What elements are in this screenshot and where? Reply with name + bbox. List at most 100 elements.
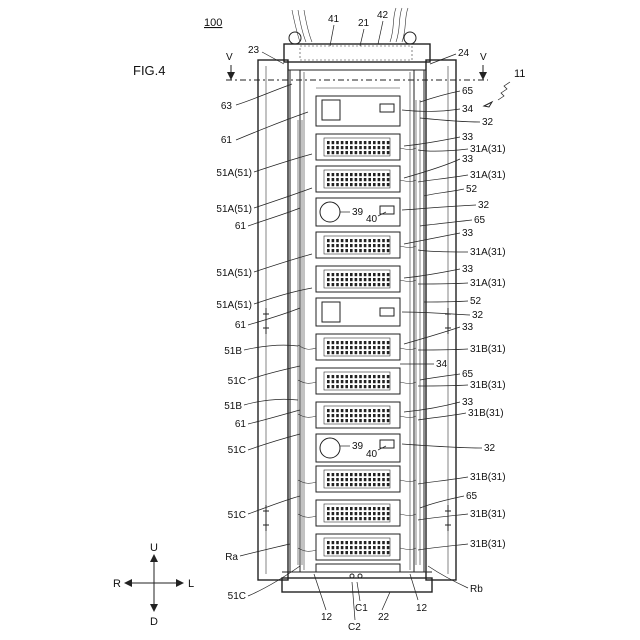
right-label: 33 bbox=[462, 228, 474, 239]
direction-up-label: U bbox=[150, 542, 158, 554]
vent-slot bbox=[345, 239, 348, 242]
vent-slot bbox=[359, 351, 362, 354]
vent-slot bbox=[382, 346, 385, 349]
right-label: Rb bbox=[470, 584, 483, 595]
vent-slot bbox=[373, 409, 376, 412]
vent-slot bbox=[327, 341, 330, 344]
vent-slot bbox=[332, 380, 335, 383]
vent-slot bbox=[345, 385, 348, 388]
vent-slot bbox=[368, 183, 371, 186]
vent-slot bbox=[327, 141, 330, 144]
vent-slot bbox=[368, 141, 371, 144]
vent-slot bbox=[378, 146, 381, 149]
vent-slot bbox=[355, 346, 358, 349]
vent-slot bbox=[378, 239, 381, 242]
left-labels: 63 61 51A(51) 51A(51) 61 51A(51) 51A(51)… bbox=[216, 101, 252, 602]
vent-slot bbox=[364, 473, 367, 476]
vent-slot bbox=[373, 483, 376, 486]
vent-slot bbox=[359, 183, 362, 186]
vent-slot bbox=[350, 419, 353, 422]
system-ref: 11 bbox=[514, 68, 525, 80]
vent-slot bbox=[332, 249, 335, 252]
vent-slot bbox=[345, 178, 348, 181]
vent-slot bbox=[382, 178, 385, 181]
vent-slot bbox=[350, 141, 353, 144]
ref-c1: C1 bbox=[355, 603, 368, 614]
vent-slot bbox=[341, 151, 344, 154]
vent-slot bbox=[368, 341, 371, 344]
vent-slot bbox=[341, 512, 344, 515]
vent-slot bbox=[368, 478, 371, 481]
right-label: 33 bbox=[462, 322, 474, 333]
vent-slot bbox=[373, 385, 376, 388]
vent-slot bbox=[327, 244, 330, 247]
vent-slot bbox=[387, 483, 390, 486]
vent-slot bbox=[373, 380, 376, 383]
vent-slot bbox=[373, 239, 376, 242]
vent-slot bbox=[336, 178, 339, 181]
vent-slot bbox=[336, 517, 339, 520]
vent-slot bbox=[336, 273, 339, 276]
vent-slot bbox=[332, 141, 335, 144]
vent-slot bbox=[364, 551, 367, 554]
vent-slot bbox=[359, 173, 362, 176]
vent-slot bbox=[345, 151, 348, 154]
vent-slot bbox=[368, 409, 371, 412]
right-label: 31B(31) bbox=[470, 539, 506, 550]
ref-39-upper: 39 bbox=[352, 207, 364, 218]
vent-slot bbox=[373, 473, 376, 476]
vent-slot bbox=[368, 273, 371, 276]
vent-slot bbox=[359, 278, 362, 281]
vent-slot bbox=[355, 146, 358, 149]
vent-slot bbox=[341, 551, 344, 554]
vent-slot bbox=[373, 414, 376, 417]
vent-slot bbox=[327, 385, 330, 388]
vent-slot bbox=[355, 244, 358, 247]
vent-slot bbox=[350, 341, 353, 344]
vent-slot bbox=[332, 541, 335, 544]
vent-slot bbox=[368, 283, 371, 286]
vent-slot bbox=[332, 507, 335, 510]
left-label: 51B bbox=[224, 401, 242, 412]
vent-slot bbox=[368, 419, 371, 422]
vent-slot bbox=[332, 151, 335, 154]
right-label: 31A(31) bbox=[470, 144, 506, 155]
vent-slot bbox=[364, 341, 367, 344]
right-label: 65 bbox=[462, 369, 474, 380]
vent-slot bbox=[341, 546, 344, 549]
vent-slot bbox=[341, 478, 344, 481]
vent-slot bbox=[387, 183, 390, 186]
direction-left-label: R bbox=[113, 578, 121, 590]
vent-slot bbox=[382, 473, 385, 476]
vent-slot bbox=[341, 244, 344, 247]
vent-slot bbox=[345, 173, 348, 176]
vent-slot bbox=[350, 249, 353, 252]
left-label: 51C bbox=[228, 510, 246, 521]
vent-slot bbox=[336, 546, 339, 549]
vent-slot bbox=[327, 512, 330, 515]
vent-slot bbox=[336, 478, 339, 481]
vent-slot bbox=[332, 346, 335, 349]
vent-slot bbox=[364, 239, 367, 242]
vent-slot bbox=[350, 151, 353, 154]
vent-slot bbox=[364, 483, 367, 486]
vent-slot bbox=[368, 146, 371, 149]
vent-slot bbox=[345, 351, 348, 354]
right-label: 31B(31) bbox=[470, 344, 506, 355]
vent-slot bbox=[332, 244, 335, 247]
vent-slot bbox=[378, 517, 381, 520]
vent-slot bbox=[332, 183, 335, 186]
vent-slot bbox=[341, 414, 344, 417]
vent-slot bbox=[364, 478, 367, 481]
system-ref-leader bbox=[484, 82, 510, 107]
vent-slot bbox=[373, 478, 376, 481]
vent-slot bbox=[332, 351, 335, 354]
vent-slot bbox=[359, 239, 362, 242]
vent-slot bbox=[373, 419, 376, 422]
vent-slot bbox=[332, 173, 335, 176]
vent-slot bbox=[382, 385, 385, 388]
vent-slot bbox=[336, 512, 339, 515]
vent-slot bbox=[327, 507, 330, 510]
vent-slot bbox=[332, 478, 335, 481]
vent-slot bbox=[368, 351, 371, 354]
